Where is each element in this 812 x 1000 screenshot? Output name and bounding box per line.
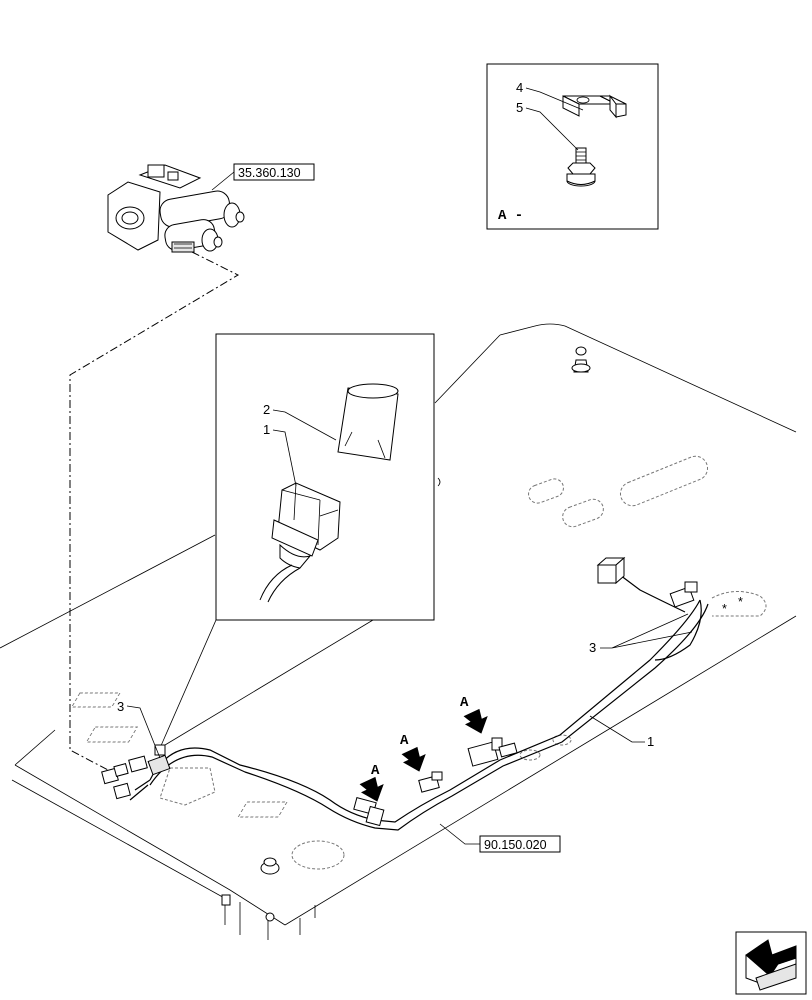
callout-label: 3 [117,699,124,714]
connector-cover [337,383,399,461]
callout-label: 1 [647,734,654,749]
callout-label: 5 [516,100,523,115]
connector-mid [353,737,518,827]
zoom-inset-frame [215,333,435,621]
stud-bottom [221,857,316,940]
connector-cluster-left [101,744,171,800]
callout-label: 1 [263,422,270,437]
reference-number-lower: 90.150.020 [484,838,547,852]
view-marker: A [400,733,426,772]
svg-text:A: A [460,695,469,711]
svg-text:A: A [400,733,409,749]
view-marker: A [460,695,488,734]
navigation-arrow-icon[interactable] [735,931,807,995]
wiring-harness [129,574,709,831]
callout-label: 3 [589,640,596,655]
view-marker: A [359,763,384,802]
bracket-clip [562,94,627,119]
floor-slot [619,455,709,507]
connector-body [259,482,341,603]
flange-bolt [566,147,596,187]
detail-view-label: A - [498,208,523,224]
floor-slot [528,478,564,504]
svg-text:*: * [738,595,743,609]
svg-text:*: * [722,602,727,616]
svg-text:A: A [371,763,380,779]
callout-label: 4 [516,80,523,95]
connector-right [596,556,698,608]
floor-plate: * * [0,323,797,926]
detail-a-frame [486,63,659,230]
valve-assembly [107,164,245,253]
callout-label: 2 [263,402,270,417]
floor-slot [562,498,604,528]
stud-top [571,346,591,373]
reference-number-upper: 35.360.130 [238,166,301,180]
